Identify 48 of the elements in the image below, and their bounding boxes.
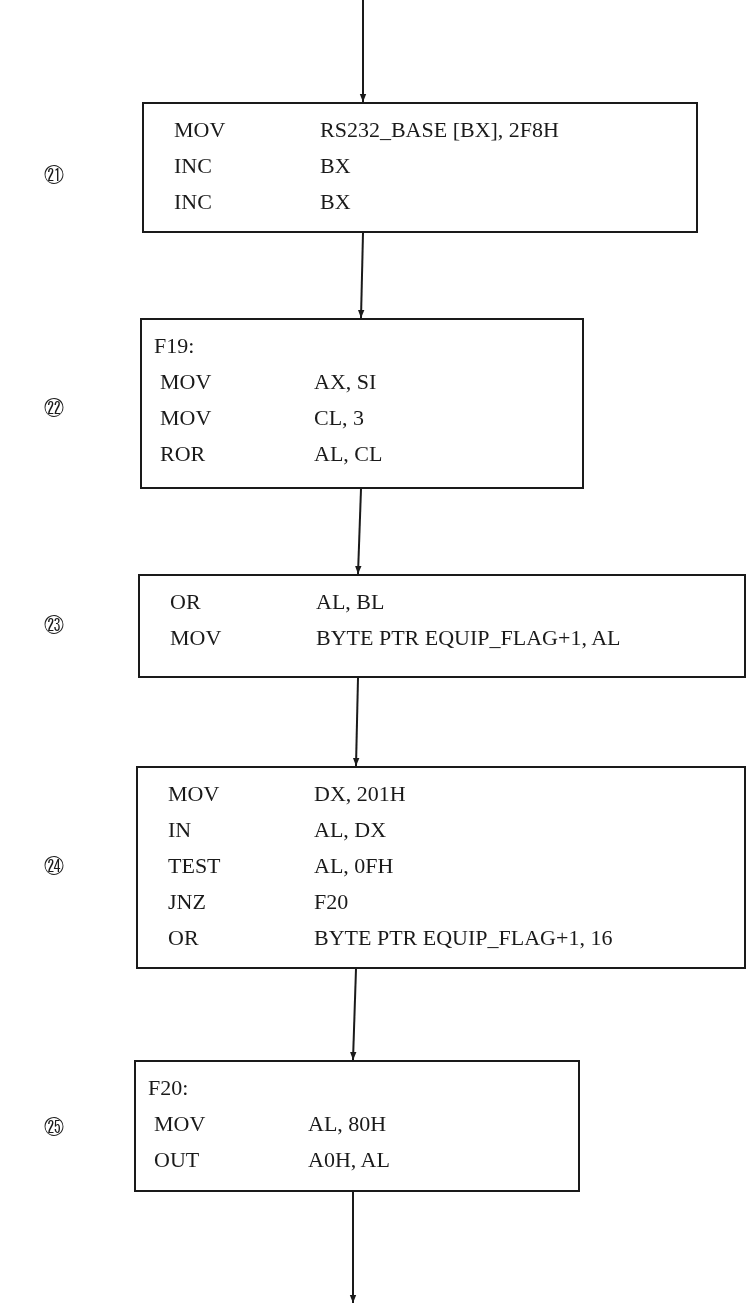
operand: BX	[320, 188, 351, 216]
mnemonic: MOV	[170, 625, 222, 650]
arrow	[350, 968, 357, 1061]
operand: RS232_BASE [BX], 2F8H	[320, 116, 559, 144]
operand: DX, 201H	[314, 780, 406, 808]
process-box	[136, 766, 746, 969]
mnemonic: OUT	[154, 1147, 200, 1172]
mnemonic: OR	[170, 589, 201, 614]
arrow	[353, 677, 360, 767]
operand: AL, DX	[314, 816, 387, 844]
arrow	[349, 1191, 357, 1303]
process-box	[142, 102, 698, 233]
operand: AL, CL	[314, 440, 383, 468]
mnemonic: OR	[168, 925, 199, 950]
mnemonic: JNZ	[168, 889, 206, 914]
process-box	[138, 574, 746, 678]
step-number: ㉒	[44, 396, 64, 420]
mnemonic: MOV	[154, 1111, 206, 1136]
operand: AX, SI	[314, 368, 377, 396]
operand: BYTE PTR EQUIP_FLAG+1, 16	[314, 924, 613, 952]
code-label: F19:	[154, 333, 195, 358]
mnemonic: ROR	[160, 441, 206, 466]
operand: AL, 0FH	[314, 852, 394, 880]
operand: AL, BL	[316, 588, 385, 616]
step-number: ㉕	[44, 1115, 64, 1139]
arrow	[355, 488, 362, 575]
operand: F20	[314, 888, 349, 916]
operand: A0H, AL	[308, 1146, 390, 1174]
process-box	[134, 1060, 580, 1192]
mnemonic: INC	[174, 153, 212, 178]
mnemonic: INC	[174, 189, 212, 214]
code-label: F20:	[148, 1075, 189, 1100]
mnemonic: MOV	[174, 117, 226, 142]
operand: AL, 80H	[308, 1110, 387, 1138]
mnemonic: TEST	[168, 853, 221, 878]
step-number: ㉔	[44, 854, 64, 878]
process-box	[140, 318, 584, 489]
operand: BX	[320, 152, 351, 180]
mnemonic: MOV	[160, 405, 212, 430]
arrow	[358, 232, 365, 319]
mnemonic: IN	[168, 817, 192, 842]
arrow	[359, 0, 367, 103]
operand: BYTE PTR EQUIP_FLAG+1, AL	[316, 624, 621, 652]
operand: CL, 3	[314, 404, 365, 432]
step-number: ㉓	[44, 613, 64, 637]
step-number: ㉑	[44, 163, 64, 187]
mnemonic: MOV	[160, 369, 212, 394]
mnemonic: MOV	[168, 781, 220, 806]
